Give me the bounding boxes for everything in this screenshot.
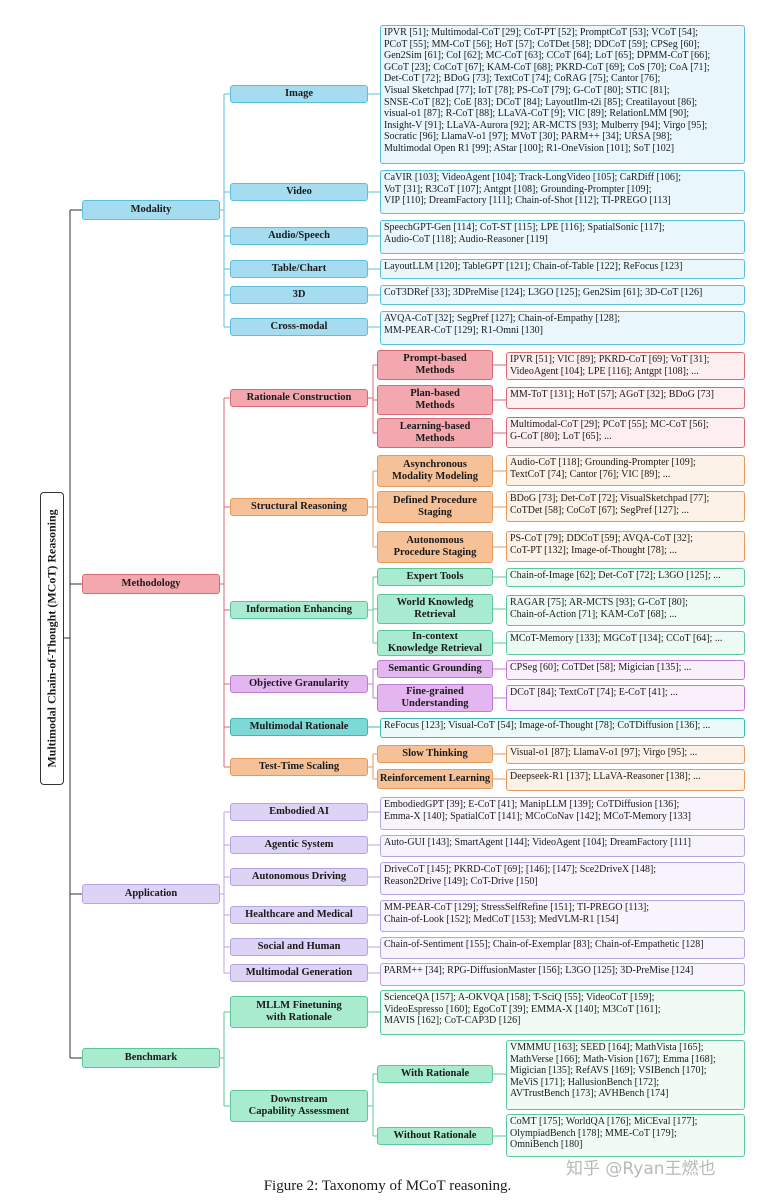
leaf-reinforcement-learning: Deepseek-R1 [137]; LLaVA-Reasoner [138];…: [506, 769, 745, 791]
category-application: Application: [82, 884, 220, 904]
leaf-in-context-knowledge-retrieval: MCoT-Memory [133]; MGCoT [134]; CCoT [64…: [506, 631, 745, 655]
leaf-video: CaVIR [103]; VideoAgent [104]; Track-Lon…: [380, 170, 745, 214]
node-cross-modal: Cross-modal: [230, 318, 368, 336]
leaf-cross-modal: AVQA-CoT [32]; SegPref [127]; Chain-of-E…: [380, 311, 745, 345]
node-structural-reasoning: Structural Reasoning: [230, 498, 368, 516]
leaf-embodied-ai: EmbodiedGPT [39]; E-CoT [41]; ManipLLM […: [380, 797, 745, 830]
leaf-autonomous-procedure-staging: PS-CoT [79]; DDCoT [59]; AVQA-CoT [32]; …: [506, 531, 745, 562]
leaf-healthcare-and-medical: MM-PEAR-CoT [129]; StressSelfRefine [151…: [380, 900, 745, 932]
category-benchmark: Benchmark: [82, 1048, 220, 1068]
node-objective-granularity: Objective Granularity: [230, 675, 368, 693]
category-modality: Modality: [82, 200, 220, 220]
node-embodied-ai: Embodied AI: [230, 803, 368, 821]
leaf-multimodal-generation: PARM++ [34]; RPG-DiffusionMaster [156]; …: [380, 963, 745, 986]
watermark: 知乎 @Ryan王燃也: [566, 1159, 716, 1179]
leaf-autonomous-driving: DriveCoT [145]; PKRD-CoT [69]; [146]; [1…: [380, 862, 745, 895]
subnode-semantic-grounding: Semantic Grounding: [377, 660, 493, 678]
subnode-reinforcement-learning: Reinforcement Learning: [377, 769, 493, 789]
subnode-with-rationale: With Rationale: [377, 1065, 493, 1083]
subnode-plan-based-methods: Plan-based Methods: [377, 385, 493, 415]
leaf-defined-procedure-staging: BDoG [73]; Det-CoT [72]; VisualSketchpad…: [506, 491, 745, 522]
leaf-learning-based-methods: Multimodal-CoT [29]; PCoT [55]; MC-CoT […: [506, 417, 745, 448]
leaf-audio-speech: SpeechGPT-Gen [114]; CoT-ST [115]; LPE […: [380, 220, 745, 254]
leaf-with-rationale: VMMMU [163]; SEED [164]; MathVista [165]…: [506, 1040, 745, 1110]
subnode-defined-procedure-staging: Defined Procedure Staging: [377, 491, 493, 523]
node-3d: 3D: [230, 286, 368, 304]
subnode-without-rationale: Without Rationale: [377, 1127, 493, 1145]
root-label: Multimodal Chain-of-Thought (MCoT) Reaso…: [44, 509, 59, 768]
node-downstream-capability-assessment: Downstream Capability Assessment: [230, 1090, 368, 1122]
node-multimodal-rationale: Multimodal Rationale: [230, 718, 368, 736]
leaf-agentic-system: Auto-GUI [143]; SmartAgent [144]; VideoA…: [380, 835, 745, 857]
node-agentic-system: Agentic System: [230, 836, 368, 854]
node-information-enhancing: Information Enhancing: [230, 601, 368, 619]
leaf-semantic-grounding: CPSeg [60]; CoTDet [58]; Migician [135];…: [506, 660, 745, 680]
subnode-expert-tools: Expert Tools: [377, 568, 493, 586]
leaf-mllm-finetuning-with-rationale: ScienceQA [157]; A-OKVQA [158]; T-SciQ […: [380, 990, 745, 1035]
leaf-without-rationale: CoMT [175]; WorldQA [176]; MiCEval [177]…: [506, 1114, 745, 1157]
subnode-learning-based-methods: Learning-based Methods: [377, 418, 493, 448]
leaf-prompt-based-methods: IPVR [51]; VIC [89]; PKRD-CoT [69]; VoT …: [506, 352, 745, 380]
leaf-expert-tools: Chain-of-Image [62]; Det-CoT [72]; L3GO …: [506, 568, 745, 587]
node-healthcare-and-medical: Healthcare and Medical: [230, 906, 368, 924]
subnode-prompt-based-methods: Prompt-based Methods: [377, 350, 493, 380]
leaf-multimodal-rationale: ReFocus [123]; Visual-CoT [54]; Image-of…: [380, 718, 745, 738]
leaf-image: IPVR [51]; Multimodal-CoT [29]; CoT-PT […: [380, 25, 745, 164]
node-image: Image: [230, 85, 368, 103]
category-methodology: Methodology: [82, 574, 220, 594]
leaf-3d: CoT3DRef [33]; 3DPreMise [124]; L3GO [12…: [380, 285, 745, 305]
subnode-autonomous-procedure-staging: Autonomous Procedure Staging: [377, 531, 493, 563]
subnode-in-context-knowledge-retrieval: In-context Knowledge Retrieval: [377, 630, 493, 656]
node-table-chart: Table/Chart: [230, 260, 368, 278]
leaf-table-chart: LayoutLLM [120]; TableGPT [121]; Chain-o…: [380, 259, 745, 279]
node-rationale-construction: Rationale Construction: [230, 389, 368, 407]
subnode-slow-thinking: Slow Thinking: [377, 745, 493, 763]
node-mllm-finetuning-with-rationale: MLLM Finetuning with Rationale: [230, 996, 368, 1028]
figure-caption: Figure 2: Taxonomy of MCoT reasoning.: [263, 1178, 512, 1194]
leaf-plan-based-methods: MM-ToT [131]; HoT [57]; AGoT [32]; BDoG …: [506, 387, 745, 409]
node-test-time-scaling: Test-Time Scaling: [230, 758, 368, 776]
subnode-world-knowledg-retrieval: World Knowledg Retrieval: [377, 594, 493, 624]
leaf-social-and-human: Chain-of-Sentiment [155]; Chain-of-Exemp…: [380, 937, 745, 959]
node-autonomous-driving: Autonomous Driving: [230, 868, 368, 886]
leaf-slow-thinking: Visual-o1 [87]; LlamaV-o1 [97]; Virgo [9…: [506, 745, 745, 764]
node-video: Video: [230, 183, 368, 201]
leaf-fine-grained-understanding: DCoT [84]; TextCoT [74]; E-CoT [41]; ...: [506, 685, 745, 711]
subnode-asynchronous-modality-modeling: Asynchronous Modality Modeling: [377, 455, 493, 487]
leaf-asynchronous-modality-modeling: Audio-CoT [118]; Grounding-Prompter [109…: [506, 455, 745, 486]
node-audio-speech: Audio/Speech: [230, 227, 368, 245]
leaf-world-knowledg-retrieval: RAGAR [75]; AR-MCTS [93]; G-CoT [80]; Ch…: [506, 595, 745, 626]
subnode-fine-grained-understanding: Fine-grained Understanding: [377, 684, 493, 712]
root-node: Multimodal Chain-of-Thought (MCoT) Reaso…: [40, 492, 64, 785]
node-multimodal-generation: Multimodal Generation: [230, 964, 368, 982]
node-social-and-human: Social and Human: [230, 938, 368, 956]
